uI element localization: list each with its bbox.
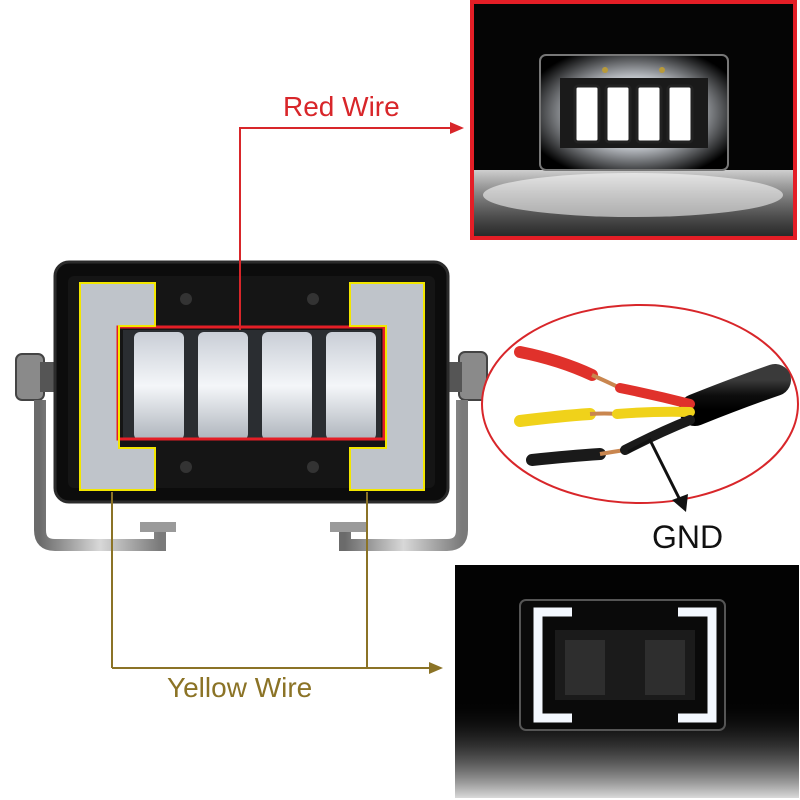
red-wire bbox=[514, 346, 695, 409]
lit-led-bars bbox=[573, 84, 694, 144]
red-wire-lit-photo bbox=[470, 0, 797, 240]
yellow-wire bbox=[514, 406, 695, 427]
black-ground-wire bbox=[526, 415, 695, 466]
mounting-bracket bbox=[34, 400, 468, 551]
gnd-label: GND bbox=[652, 519, 724, 555]
led-lens-array bbox=[134, 332, 376, 440]
led-light-fixture bbox=[15, 260, 488, 551]
lit-drl-rings bbox=[533, 607, 717, 723]
left-mount-bolt bbox=[15, 353, 58, 401]
yellow-wire-label: Yellow Wire bbox=[167, 672, 313, 703]
yellow-wire-lit-photo bbox=[455, 565, 799, 798]
right-mount-bolt bbox=[446, 351, 488, 401]
yellow-wire-callout-line bbox=[111, 492, 443, 674]
red-wire-label: Red Wire bbox=[283, 91, 400, 122]
red-wire-callout-line bbox=[239, 122, 464, 330]
wiring-detail-callout bbox=[481, 304, 799, 512]
